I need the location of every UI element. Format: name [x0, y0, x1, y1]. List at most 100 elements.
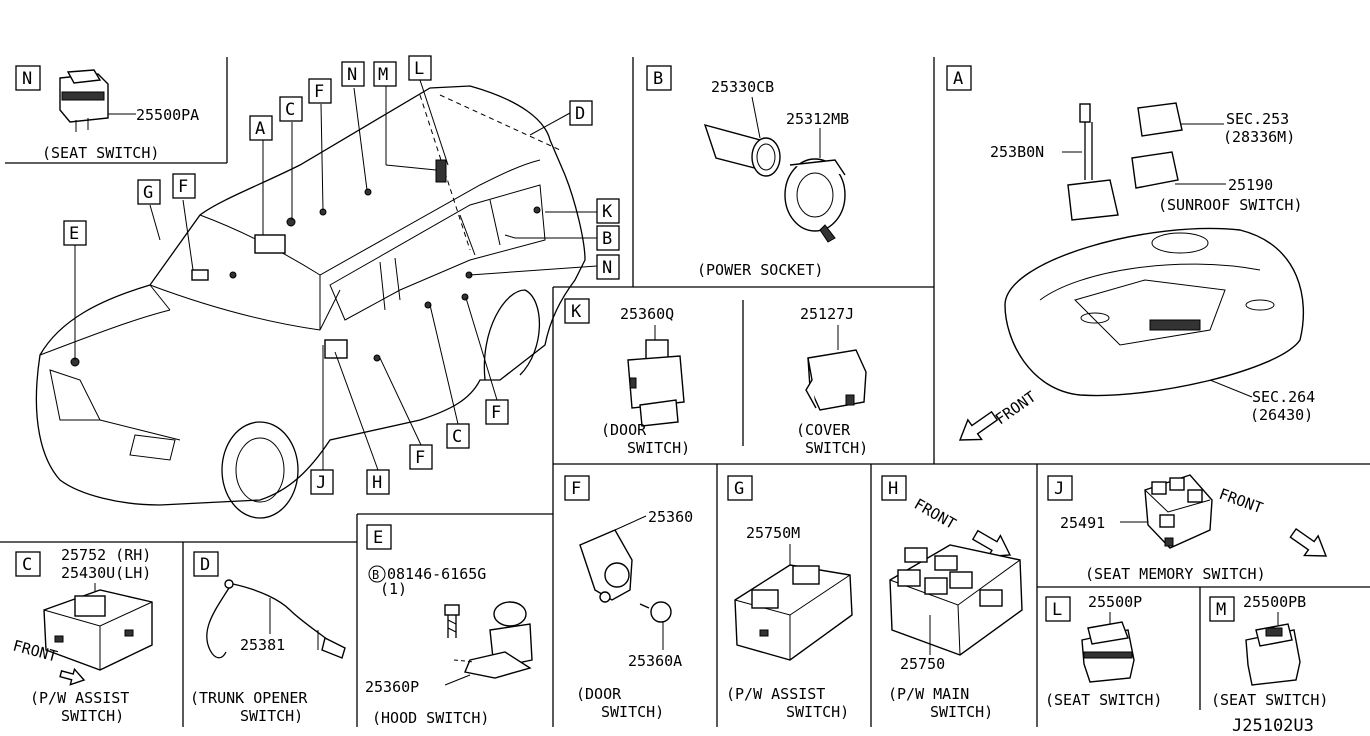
door-switch-icon: [627, 339, 685, 427]
front-label: FRONT: [1217, 485, 1266, 517]
section-letter: M: [1216, 600, 1226, 620]
caption: (SEAT SWITCH): [42, 144, 159, 162]
section-letter: F: [571, 479, 581, 499]
caption: (SEAT SWITCH): [1211, 691, 1328, 709]
panel-borders: [0, 57, 1370, 727]
caption-cover-1: (COVER: [796, 421, 851, 439]
caption-2: SWITCH): [786, 703, 849, 721]
part-number: 25491: [1060, 514, 1105, 532]
seat-switch-part-icon: [59, 69, 109, 132]
part-number-socket-body: 25330CB: [711, 78, 774, 96]
part-number-26430: (26430): [1250, 406, 1313, 424]
section-letter: D: [200, 555, 210, 575]
part-number-socket: 25312MB: [786, 110, 849, 128]
callout-l: L: [414, 59, 424, 79]
pw-main-switch-icon: [889, 544, 1023, 656]
trunk-opener-cable-icon: [206, 579, 346, 659]
caption-2: SWITCH): [240, 707, 303, 725]
section-a-sunroof-switch: A 253B0N SEC.253 (28336M) 25190 (SUNROOF…: [946, 65, 1315, 441]
part-number-door-switch: 25360: [648, 508, 693, 526]
section-letter: A: [953, 69, 963, 89]
section-d-trunk-opener-switch: D 25381 (TRUNK OPENER SWITCH): [190, 551, 346, 725]
caption-door-1: (DOOR: [601, 421, 647, 439]
callout-c2: C: [452, 427, 462, 447]
part-number-rh: 25752 (RH): [61, 546, 151, 564]
part-number-28336m: (28336M): [1223, 128, 1295, 146]
part-number: 25381: [240, 636, 285, 654]
section-letter: E: [373, 528, 383, 548]
sunroof-parts-icon: [1004, 102, 1305, 397]
part-number: 25500PA: [136, 106, 199, 124]
callout-n2: N: [602, 258, 612, 278]
caption-1: (DOOR: [576, 685, 622, 703]
callout-e: E: [69, 224, 79, 244]
power-socket-icon: [703, 123, 846, 243]
vehicle-callouts: N M L A C F D G F K B N E J H F C F: [63, 55, 620, 495]
caption-1: (P/W ASSIST: [726, 685, 825, 703]
door-switch-icon: [579, 529, 672, 623]
caption: (SEAT MEMORY SWITCH): [1085, 565, 1266, 583]
callout-f4: F: [491, 403, 501, 423]
part-number: 25750: [900, 655, 945, 673]
callout-g: G: [143, 183, 153, 203]
section-j-seat-memory-switch: J 25491 FRONT (SEAT MEMORY SWITCH): [1047, 474, 1328, 583]
caption-1: (P/W MAIN: [888, 685, 969, 703]
part-number-door-switch: 25360Q: [620, 305, 674, 323]
callout-f3: F: [415, 448, 425, 468]
section-e-hood-switch: E B 08146-6165G (1) 25360P (HOOD SWITCH): [365, 524, 533, 727]
part-number-sec253: SEC.253: [1226, 110, 1289, 128]
caption: (POWER SOCKET): [697, 261, 823, 279]
callout-d: D: [575, 104, 585, 124]
section-letter: C: [22, 555, 32, 575]
front-label: FRONT: [992, 388, 1039, 429]
section-c-pw-assist-switch: C 25752 (RH) 25430U(LH) FRONT (P/W ASSIS…: [11, 546, 153, 725]
bolt-quantity: (1): [380, 580, 407, 598]
bolt-part-number: 08146-6165G: [387, 565, 486, 583]
callout-c: C: [285, 100, 295, 120]
part-number-screw: 25360A: [628, 652, 682, 670]
callout-m: M: [378, 65, 388, 85]
callout-k: K: [602, 202, 613, 222]
caption: (SUNROOF SWITCH): [1158, 196, 1303, 214]
diagram-id: J25102U3: [1232, 716, 1314, 736]
caption-2: SWITCH): [930, 703, 993, 721]
part-number-cover-switch: 25127J: [800, 305, 854, 323]
hood-switch-icon: [444, 601, 533, 679]
bolt-symbol-icon: [368, 565, 386, 583]
caption-door-2: SWITCH): [627, 439, 690, 457]
caption-cover-2: SWITCH): [805, 439, 868, 457]
section-letter: N: [22, 69, 32, 89]
caption-1: (TRUNK OPENER: [190, 689, 308, 707]
section-letter: J: [1054, 479, 1064, 499]
front-arrow-icon: [958, 410, 999, 441]
pw-assist-switch-icon: [734, 564, 853, 661]
callout-f2: F: [178, 177, 188, 197]
caption-2: SWITCH): [61, 707, 124, 725]
front-label: FRONT: [911, 495, 959, 533]
front-arrow-icon: [59, 667, 86, 686]
callout-j: J: [316, 473, 326, 493]
part-number-lh: 25430U(LH): [61, 564, 151, 582]
callout-a: A: [255, 119, 265, 139]
callout-h: H: [372, 473, 382, 493]
vehicle-illustration: [35, 79, 598, 519]
section-n-seat-switch: N 25500PA (SEAT SWITCH): [15, 65, 199, 162]
seat-switch-icon: [1081, 621, 1135, 683]
part-number: 25500P: [1088, 593, 1142, 611]
pw-assist-switch-icon: [43, 589, 153, 671]
part-number-lamp: 253B0N: [990, 143, 1044, 161]
callout-f: F: [314, 82, 324, 102]
part-number: 25360P: [365, 678, 419, 696]
cover-switch-icon: [805, 349, 867, 411]
section-letter: G: [734, 479, 744, 499]
section-letter: K: [571, 302, 582, 322]
callout-b: B: [602, 229, 612, 249]
bolt-symbol: B: [372, 568, 379, 582]
part-number: 25750M: [746, 524, 800, 542]
section-letter: B: [653, 69, 663, 89]
section-g-pw-assist-switch: G 25750M (P/W ASSIST SWITCH): [726, 475, 853, 721]
caption-2: SWITCH): [601, 703, 664, 721]
caption: (HOOD SWITCH): [372, 709, 489, 727]
caption: (SEAT SWITCH): [1045, 691, 1162, 709]
